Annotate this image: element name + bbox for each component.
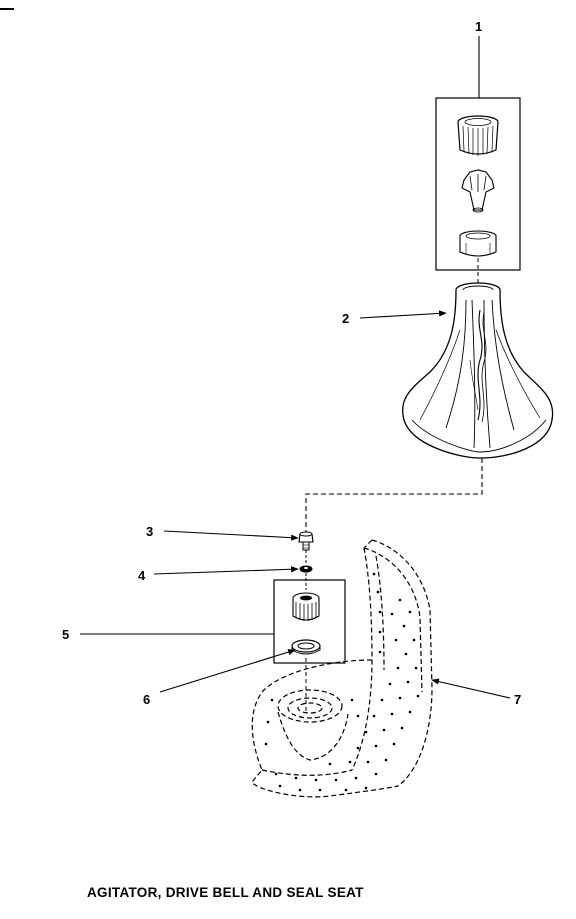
leader-3 bbox=[163, 530, 299, 541]
seal-nut bbox=[292, 592, 320, 621]
agitator-base-ring bbox=[459, 230, 497, 257]
corner-mark bbox=[0, 8, 14, 10]
callout-leaders bbox=[80, 36, 511, 699]
callout-3: 3 bbox=[146, 524, 153, 539]
callout-4: 4 bbox=[138, 568, 146, 583]
callout-2: 2 bbox=[342, 311, 349, 326]
part-3-bolt bbox=[298, 531, 314, 564]
leader-7 bbox=[431, 678, 511, 699]
callout-5: 5 bbox=[62, 627, 69, 642]
callout-labels: 1 2 3 4 5 6 7 bbox=[62, 19, 521, 707]
leader-4 bbox=[153, 566, 299, 575]
diagram-caption: AGITATOR, DRIVE BELL AND SEAL SEAT bbox=[87, 885, 364, 900]
part-1-agitator-assembly bbox=[435, 97, 521, 288]
part-7-wash-tub bbox=[251, 539, 433, 798]
part-2-drive-bell bbox=[402, 282, 554, 459]
callout-7: 7 bbox=[514, 692, 521, 707]
leader-2 bbox=[359, 310, 447, 319]
part-4-washer bbox=[299, 565, 313, 590]
callout-1: 1 bbox=[475, 19, 482, 34]
callout-6: 6 bbox=[143, 692, 150, 707]
part-6-seal-seat bbox=[291, 639, 321, 655]
leader-6 bbox=[159, 649, 296, 693]
tub-perforations bbox=[264, 572, 420, 792]
agitator-dog bbox=[461, 169, 495, 213]
part-5-seal-assembly bbox=[273, 579, 346, 712]
agitator-cap bbox=[457, 115, 499, 156]
alignment-line bbox=[305, 458, 483, 532]
